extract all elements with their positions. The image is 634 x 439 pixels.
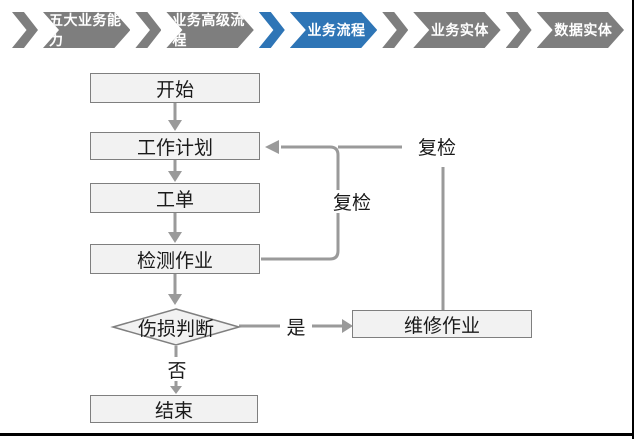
node-damage-judgment: 伤损判断 [137,318,214,340]
tab-business-process-active[interactable]: 业务流程 [258,12,377,48]
arrowhead-down-icon [168,232,182,243]
node-repair-job: 维修作业 [352,310,532,338]
node-end: 结束 [90,395,258,423]
node-start: 开始 [90,73,260,103]
frame-right-edge [632,0,634,439]
arrowhead-down-small-icon [170,386,182,394]
edge-label-no: 否 [161,357,193,382]
edge-label-yes: 是 [280,314,312,339]
node-inspection-job: 检测作业 [90,244,260,274]
arrowhead-down-icon [168,294,182,305]
breadcrumb: 五大业务能力 业务高级流程 业务流程 业务实体 数据实体 [12,12,624,48]
node-work-order: 工单 [90,183,260,213]
tab-label: 业务流程 [307,22,366,38]
tab-label: 业务实体 [430,22,489,38]
decision-diamond-shape [110,308,242,346]
arrowhead-down-icon [168,120,182,131]
arrowhead-down-icon [168,171,182,182]
tab-label: 五大业务能力 [49,12,122,48]
arrowhead-right-icon [342,319,353,333]
edge-label-recheck-inner: 复检 [324,190,380,214]
tab-five-business-capabilities[interactable]: 五大业务能力 [12,12,130,48]
frame-bottom-edge [0,433,634,436]
tab-business-highlevel-process[interactable]: 业务高级流程 [135,12,253,48]
edge-label-recheck-outer: 复检 [408,134,466,159]
tab-business-entity[interactable]: 业务实体 [382,12,500,48]
tab-data-entity[interactable]: 数据实体 [505,12,624,48]
arrowhead-left-icon [265,140,279,154]
node-work-plan: 工作计划 [90,132,260,160]
tab-label: 数据实体 [554,22,613,38]
